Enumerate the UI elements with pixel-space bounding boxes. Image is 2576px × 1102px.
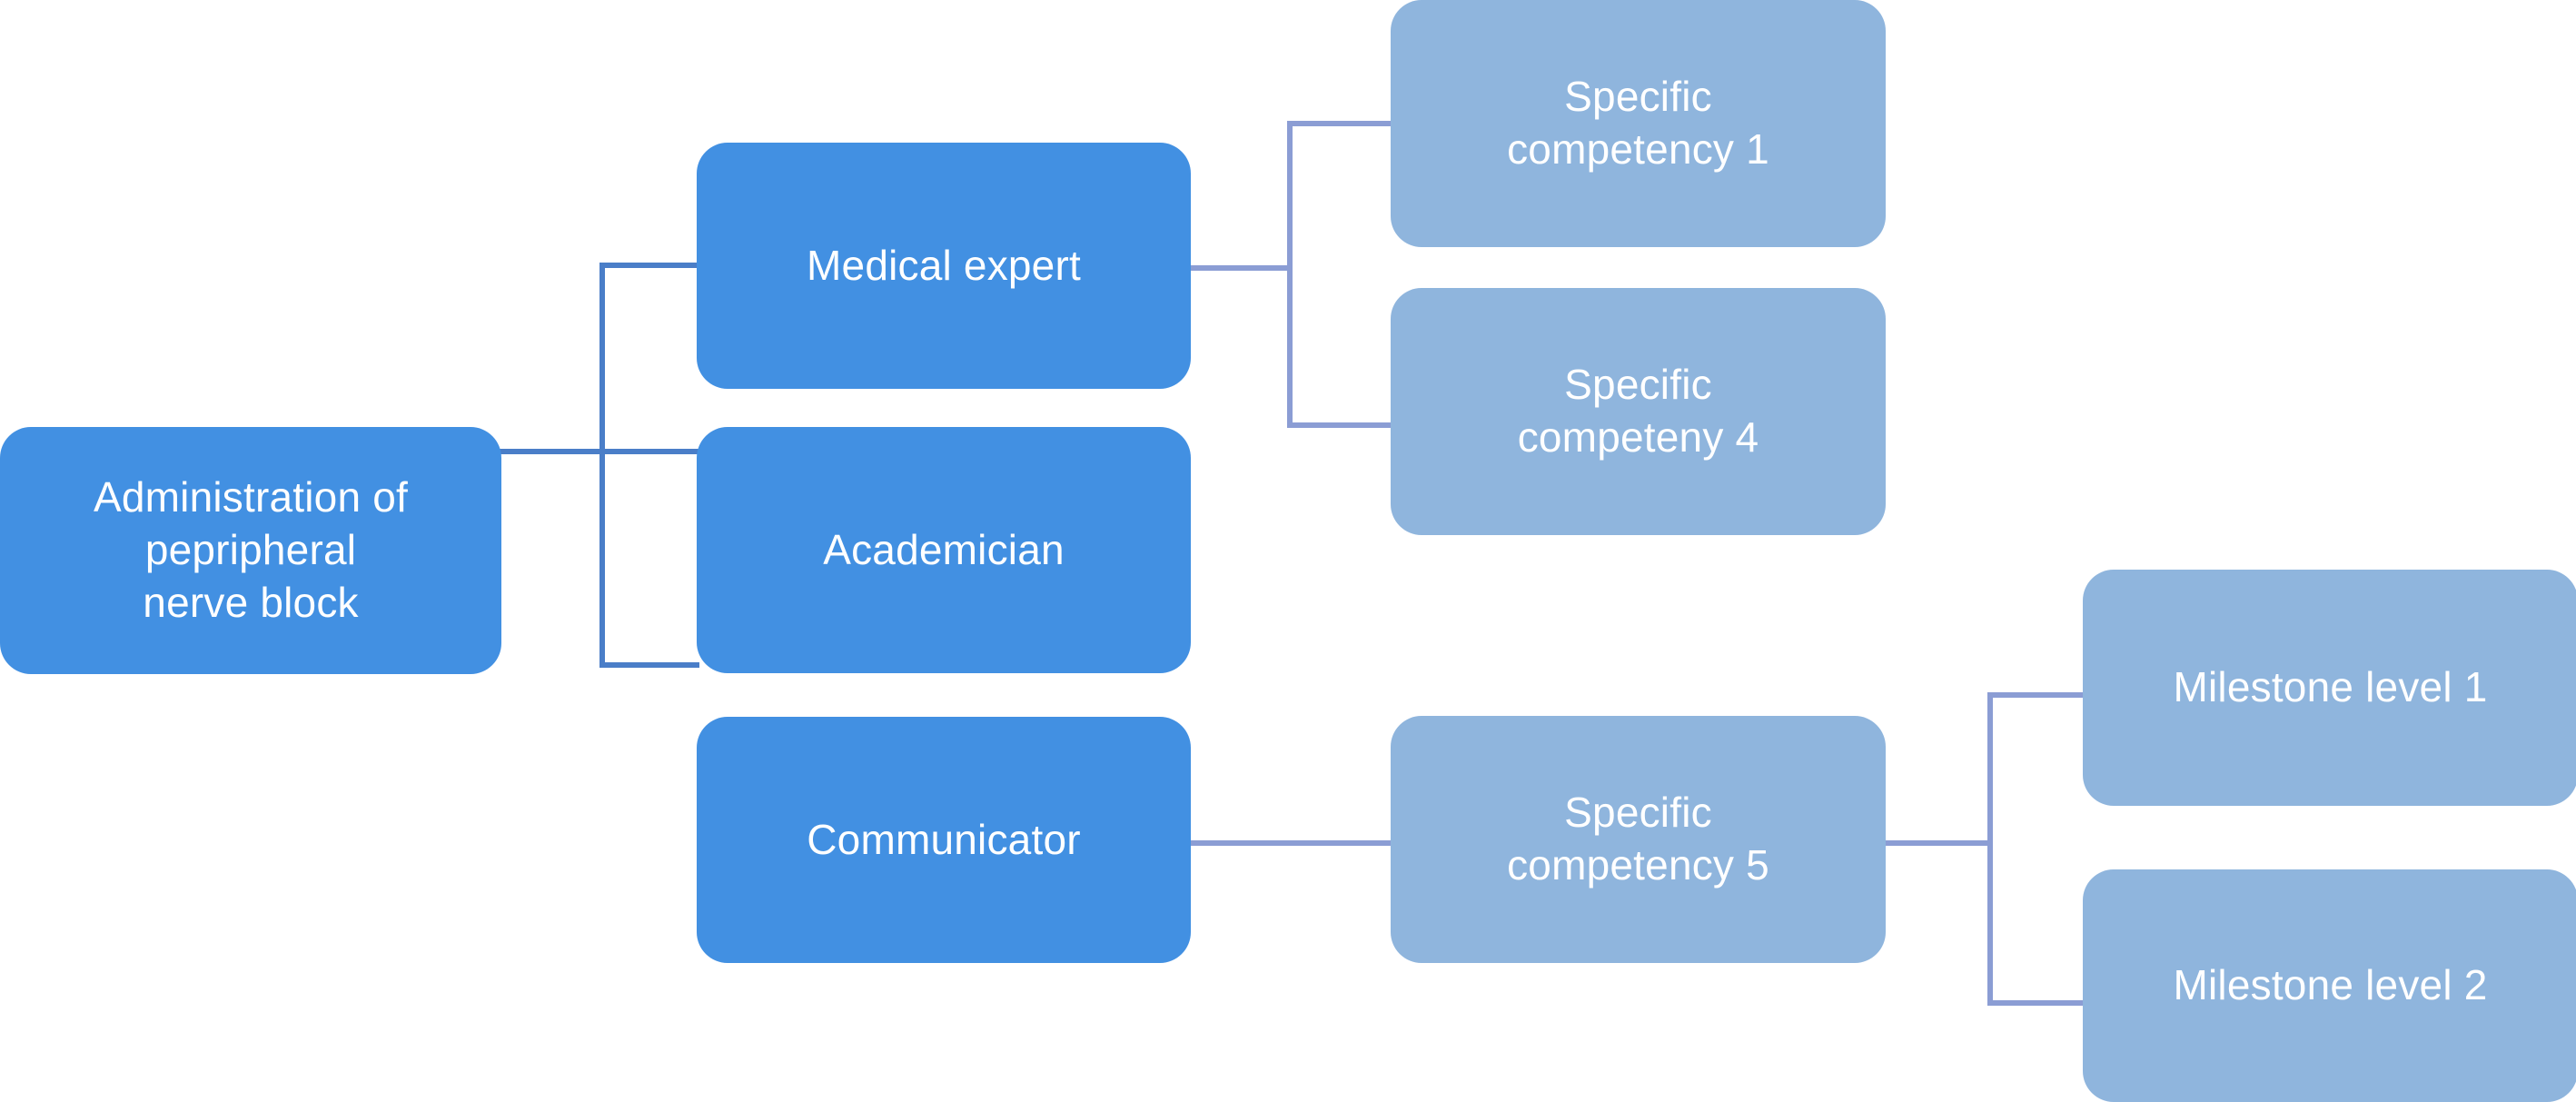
connector-root-to-academician [599, 449, 699, 454]
node-role-communicator[interactable]: Communicator [697, 717, 1191, 963]
connector-root-trunk-vertical [599, 263, 605, 668]
connector-to-milestone-level-1 [1987, 692, 2092, 698]
connector-medical-expert-trunk-vertical [1287, 121, 1293, 428]
connector-to-specific-competency-1 [1287, 121, 1401, 126]
connector-medical-expert-stem [1188, 265, 1293, 271]
connector-communicator-to-specific-competency-5 [1188, 840, 1397, 846]
connector-to-milestone-level-2 [1987, 1000, 2092, 1006]
node-specific-competeny-4[interactable]: Specific competeny 4 [1391, 288, 1886, 535]
node-role-academician[interactable]: Academician [697, 427, 1191, 673]
connector-root-to-communicator [599, 662, 699, 668]
node-root-administration-of-peripheral-nerve-block[interactable]: Administration of pepripheral nerve bloc… [0, 427, 501, 674]
node-specific-competency-5[interactable]: Specific competency 5 [1391, 716, 1886, 963]
connector-root-to-medical-expert [599, 263, 699, 268]
node-milestone-level-1[interactable]: Milestone level 1 [2083, 570, 2576, 806]
node-role-medical-expert[interactable]: Medical expert [697, 143, 1191, 389]
node-milestone-level-2[interactable]: Milestone level 2 [2083, 869, 2576, 1102]
connector-specific-competency-5-stem [1882, 840, 1991, 846]
connector-milestone-trunk-vertical [1987, 692, 1993, 1006]
connector-to-specific-competeny-4 [1287, 422, 1401, 428]
connector-root-stem [500, 449, 604, 454]
node-specific-competency-1[interactable]: Specific competency 1 [1391, 0, 1886, 247]
